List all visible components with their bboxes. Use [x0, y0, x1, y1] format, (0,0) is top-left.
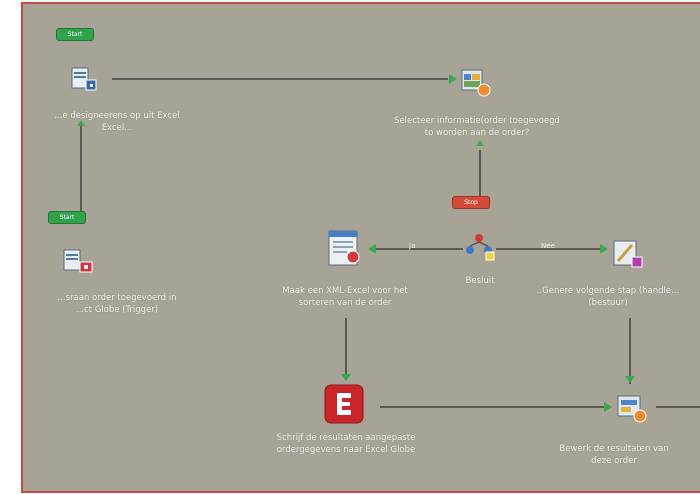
- arrow-head: [449, 74, 457, 84]
- edge-label-right: Nee: [541, 242, 555, 250]
- next-step-node[interactable]: [610, 237, 648, 273]
- start-badge: Start: [56, 28, 94, 41]
- arrow-head: [604, 402, 612, 412]
- process-results-label: Bewerk de resultaten van deze order: [559, 444, 669, 466]
- excel-e-icon: [324, 384, 364, 424]
- excel-write-label: Schrijf de resultaten aangepaste orderge…: [276, 433, 416, 455]
- decision-label: Besluit: [465, 276, 495, 286]
- arrow-head: [368, 244, 376, 254]
- trigger-bottom-label: ...sraan order toegevoerd in ...ct Globe…: [57, 293, 177, 315]
- make-xml-label: Maak een XML-Excel voor het sorteren van…: [282, 286, 408, 308]
- decision-node[interactable]: [464, 232, 498, 262]
- edge-label-left: Ja: [409, 242, 416, 250]
- excel-write-node[interactable]: [323, 383, 367, 427]
- xml-document-icon: [328, 230, 360, 266]
- arrow-head: [600, 244, 608, 254]
- select-data-node[interactable]: [458, 66, 494, 100]
- arrow-head: [77, 120, 85, 126]
- arrow-head: [476, 140, 484, 146]
- branch-icon: [466, 234, 495, 261]
- make-xml-node[interactable]: [325, 227, 367, 271]
- document-trigger-icon: [71, 67, 97, 91]
- trigger-bottom-node[interactable]: [62, 246, 96, 276]
- arrow-head: [625, 376, 635, 383]
- trigger-top-node[interactable]: [70, 66, 100, 94]
- next-step-label: ..Genere volgende stap (handle... (bestu…: [536, 286, 680, 308]
- stop-badge: Stop: [452, 196, 490, 209]
- data-selector-icon: [461, 69, 491, 97]
- start-badge: Start: [48, 211, 86, 224]
- process-icon: [617, 395, 647, 423]
- select-data-label: Selecteer informatie(order toegevoegd to…: [394, 116, 560, 138]
- trigger-top-label: ...e designeerens op uit Excel Excel...: [54, 111, 180, 133]
- document-trigger-icon: [63, 249, 93, 273]
- process-results-node[interactable]: [614, 392, 654, 426]
- arrow-head: [341, 374, 351, 381]
- edit-step-icon: [613, 240, 643, 268]
